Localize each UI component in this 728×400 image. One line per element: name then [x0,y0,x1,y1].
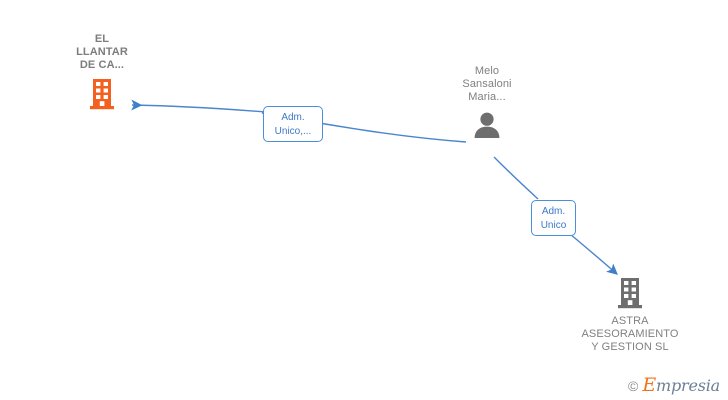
node-melo-sansaloni-label: Melo Sansaloni Maria... [462,65,512,103]
building-icon[interactable] [48,77,156,111]
node-astra[interactable]: ASTRA ASESORAMIENTO Y GESTION SL [570,276,690,354]
node-melo-sansaloni[interactable]: Melo Sansaloni Maria... [432,65,542,139]
edge-person-to-astra-bottom [569,233,618,275]
node-el-llantar[interactable]: EL LLANTAR DE CA... [48,33,156,111]
brand-rest: mpresia [656,376,720,395]
brand-initial: E [642,374,656,396]
node-el-llantar-label: EL LLANTAR DE CA... [76,33,128,71]
edge-person-to-astra-top [493,156,539,200]
edge-label-adm-unico-astra[interactable]: Adm. Unico [531,200,576,236]
building-icon[interactable] [570,276,690,310]
copyright-icon: © [628,377,639,394]
person-icon[interactable] [432,111,542,139]
edge-label-adm-unico-llantar[interactable]: Adm. Unico,... [263,106,323,142]
node-astra-label: ASTRA ASESORAMIENTO Y GESTION SL [581,315,679,353]
brand-logo-text: Empresia [642,374,720,396]
watermark-empresia: © Empresia [628,374,720,396]
